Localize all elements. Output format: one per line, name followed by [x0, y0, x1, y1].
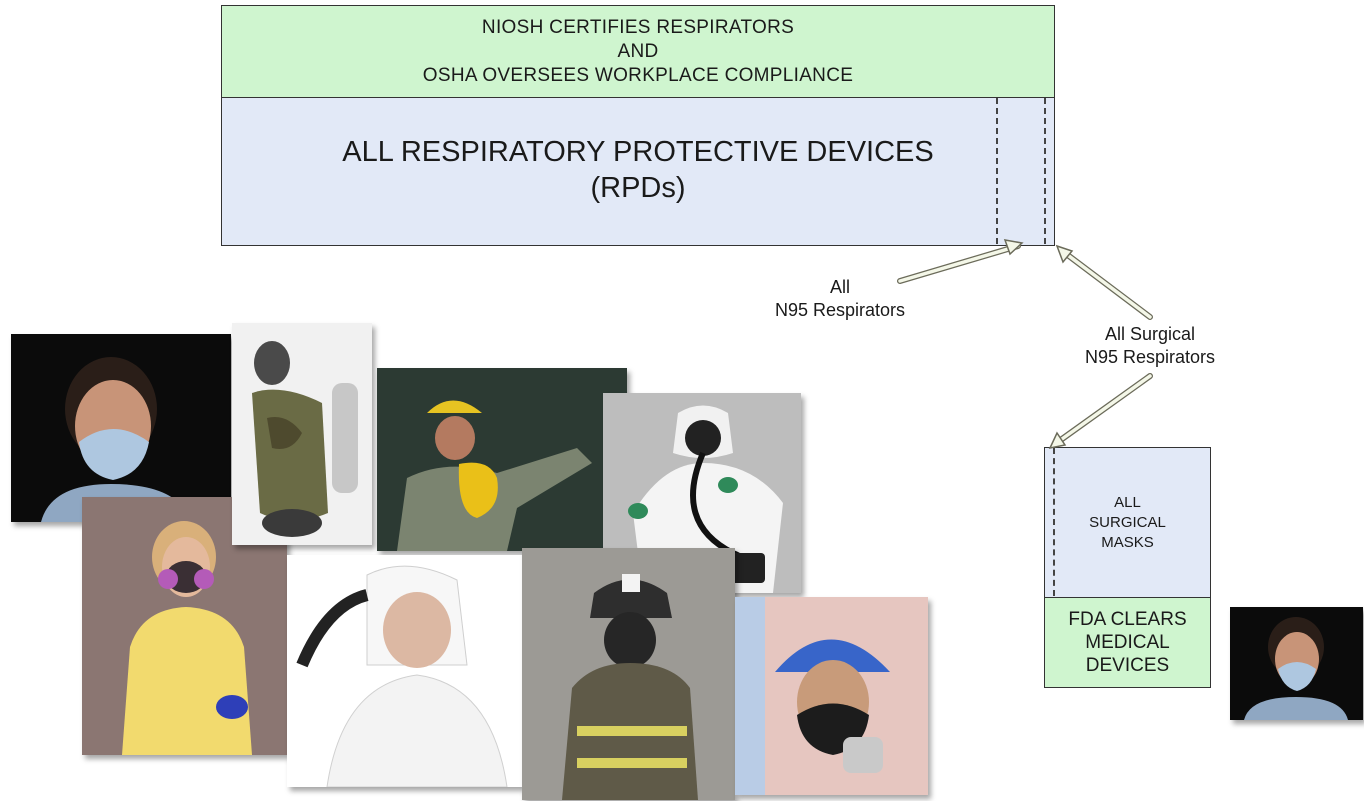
fda-clears-box: FDA CLEARS MEDICAL DEVICES — [1044, 597, 1211, 688]
masks-line1: ALL — [1114, 493, 1141, 511]
surgical-n95-subset-boundary — [1044, 98, 1046, 244]
rpd-title: ALL RESPIRATORY PROTECTIVE DEVICES (RPDs… — [222, 134, 1054, 206]
masks-line3: MASKS — [1101, 533, 1154, 551]
hardhat-mask-photo — [735, 597, 928, 795]
n95-subset-boundary — [996, 98, 998, 244]
scba-soldier-photo — [232, 323, 372, 545]
surgical-n95-label-line1: All Surgical — [1104, 324, 1196, 344]
nurse-n95-photo — [11, 334, 231, 522]
all-n95-label-line1: All — [829, 277, 850, 297]
all-n95-label-line2: N95 Respirators — [774, 300, 906, 320]
niosh-line: NIOSH CERTIFIES RESPIRATORS — [481, 16, 795, 38]
all-rpds-box: ALL RESPIRATORY PROTECTIVE DEVICES (RPDs… — [221, 97, 1055, 246]
surgical-masks-boundary — [1053, 448, 1055, 596]
firefighter-photo — [522, 548, 735, 800]
hood-papr-photo — [287, 555, 522, 787]
osha-line: OSHA OVERSEES WORKPLACE COMPLIANCE — [422, 64, 854, 86]
nurse-small-photo — [1230, 607, 1363, 720]
arrow-to-surgical-masks — [1048, 373, 1153, 450]
all-n95-label: All N95 Respirators — [745, 276, 935, 322]
miner-escape-photo — [377, 368, 627, 551]
surgical-n95-label: All Surgical N95 Respirators — [1060, 323, 1240, 369]
fda-line3: DEVICES — [1085, 655, 1170, 676]
surgical-masks-box: ALL SURGICAL MASKS — [1044, 447, 1211, 598]
fda-line1: FDA CLEARS — [1068, 609, 1187, 630]
rpd-title-line2: (RPDs) — [590, 172, 686, 204]
rpd-title-line1: ALL RESPIRATORY PROTECTIVE DEVICES — [342, 136, 934, 168]
fda-line2: MEDICAL — [1085, 632, 1170, 653]
healthcare-elastomeric-photo — [82, 497, 287, 755]
and-line: AND — [617, 40, 659, 62]
arrow-to-surgical-n95 — [1055, 244, 1153, 320]
masks-line2: SURGICAL — [1089, 513, 1166, 531]
niosh-osha-box: NIOSH CERTIFIES RESPIRATORS AND OSHA OVE… — [221, 5, 1055, 98]
arrow-to-n95 — [897, 239, 1024, 284]
surgical-n95-label-line2: N95 Respirators — [1084, 347, 1216, 367]
